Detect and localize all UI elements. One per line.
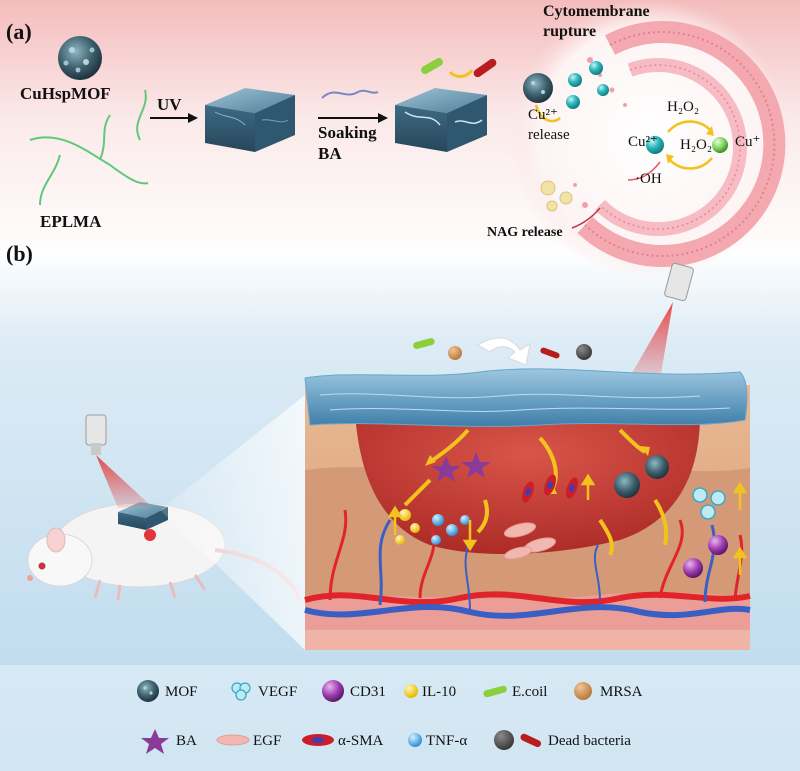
cu-ions <box>566 61 728 154</box>
zoom-cone <box>160 395 305 650</box>
soaking-arrow <box>318 113 388 123</box>
legend-row-1: MOF VEGF CD31 IL-10 E.coil MRSA <box>0 678 800 708</box>
ba-stars <box>431 452 491 482</box>
mof-particle <box>58 36 102 80</box>
hydrogel-cube-2 <box>395 88 487 152</box>
rupture-label: rupture <box>543 23 597 40</box>
nag-particles <box>540 180 573 212</box>
cytomembrane-label: Cytomembrane <box>543 3 650 20</box>
cd31-particles <box>683 535 728 578</box>
legend-label-tnf: TNF-α <box>426 733 468 749</box>
uv-label: UV <box>157 95 182 114</box>
asma-cells <box>521 474 579 503</box>
egf-cells <box>503 522 557 560</box>
laser-device-left <box>85 414 150 508</box>
hydrogel-dressing <box>304 368 748 427</box>
tnf-icon <box>408 733 422 747</box>
panel-b-label: (b) <box>6 241 33 266</box>
vegf-particles <box>692 487 726 520</box>
mof-label: CuHspMOF <box>20 84 111 103</box>
ba-label: BA <box>318 144 342 163</box>
eplma-label: EPLMA <box>40 212 102 231</box>
legend-label-ba: BA <box>176 733 197 749</box>
wound-mof-particles <box>614 455 669 498</box>
level-arrows <box>387 473 748 575</box>
h2o2-bottom-label: H₂O₂ <box>680 137 713 153</box>
hydrogel-cube-1 <box>205 88 295 152</box>
ecoli-icon <box>483 685 507 698</box>
release-label: release <box>528 127 570 143</box>
legend-label-vegf: VEGF <box>258 684 298 700</box>
legend-label-ecoli: E.coil <box>512 684 548 700</box>
legend-label-mof: MOF <box>165 684 198 700</box>
legend-label-cd31: CD31 <box>350 684 386 700</box>
il10-particles <box>395 509 420 545</box>
legend-label-mrsa: MRSA <box>600 684 643 700</box>
membrane-fragments <box>573 57 627 208</box>
panel-a-label: (a) <box>6 19 32 44</box>
legend-label-dead-bacteria: Dead bacteria <box>548 733 631 749</box>
nag-release-label: NAG release <box>487 225 563 240</box>
legend-label-asma: α-SMA <box>338 733 384 749</box>
mrsa-icon <box>574 682 592 700</box>
legend-row-2: BA EGF α-SMA TNF-α Dead bacteria <box>0 727 800 757</box>
laser-device-right <box>628 262 694 380</box>
oh-arrow <box>627 161 661 181</box>
uv-arrow <box>150 113 198 123</box>
legend-background <box>0 665 800 771</box>
cd31-icon <box>322 680 344 702</box>
eplma-polymer <box>29 89 149 206</box>
vegf-icon <box>231 682 251 701</box>
h2o2-top-label: H₂O₂ <box>667 99 700 115</box>
mof-particle-icon <box>137 680 159 702</box>
ba-star-icon <box>141 729 169 754</box>
mof-release-particle <box>523 73 553 103</box>
mouse-hydrogel <box>118 502 168 541</box>
legend-label-il10: IL-10 <box>422 684 457 700</box>
redox-cycle-arrows <box>534 104 713 170</box>
surface-bacteria <box>413 338 592 360</box>
dead-bacteria-icon <box>494 730 542 750</box>
legend-label-egf: EGF <box>253 733 282 749</box>
nag-arrow <box>571 207 601 229</box>
tnf-particles <box>431 514 470 545</box>
cu-release-label: Cu²⁺ <box>528 107 558 123</box>
soaking-label: Soaking <box>318 123 377 142</box>
egf-icon <box>216 734 250 746</box>
ba-strand <box>321 89 379 99</box>
bacteria-top <box>421 58 497 78</box>
white-curved-arrow <box>477 337 531 366</box>
bacterial-membrane <box>577 21 786 267</box>
oh-label: ·OH <box>635 171 662 187</box>
asma-icon <box>302 734 334 746</box>
il10-icon <box>404 684 418 698</box>
cu1-label: Cu⁺ <box>735 134 761 150</box>
blood-vessels <box>304 509 751 619</box>
cu2-label: Cu²⁺ <box>628 134 658 150</box>
